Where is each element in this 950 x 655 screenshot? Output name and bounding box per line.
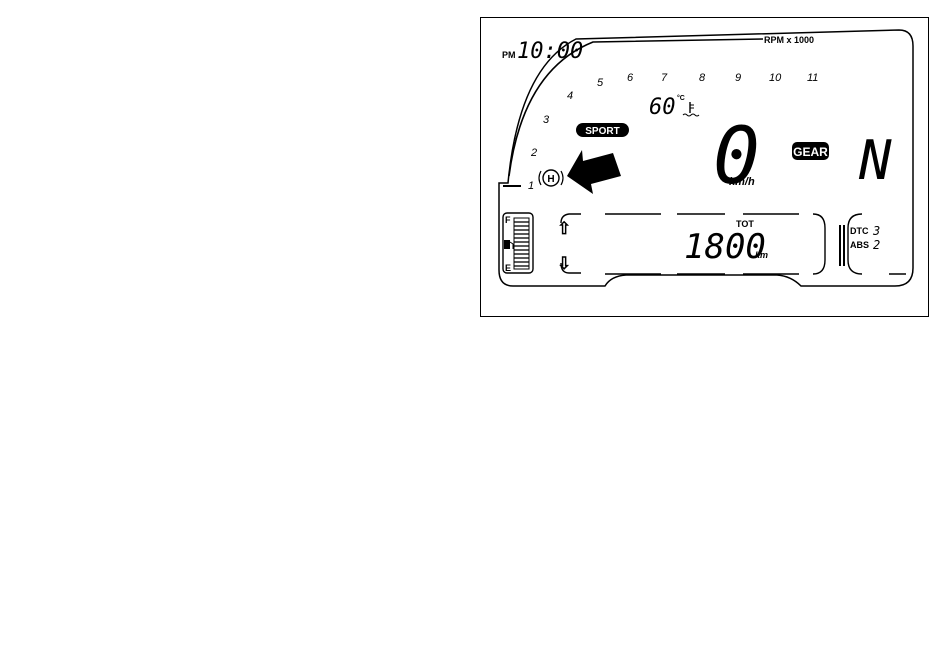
- rpm-tick-6: 6: [627, 72, 634, 84]
- coolant-thermometer-icon: [683, 102, 699, 116]
- gear-value: N: [858, 129, 892, 192]
- rpm-tick-7: 7: [661, 72, 668, 84]
- abs-label: ABS: [850, 240, 869, 250]
- dtc-label: DTC: [850, 226, 869, 236]
- rpm-tick-4: 4: [567, 90, 573, 102]
- rpm-tick-3: 3: [543, 114, 550, 126]
- temperature-value: 60: [649, 95, 676, 120]
- rpm-tick-1: 1: [528, 180, 534, 192]
- pointer-arrow-icon: [567, 150, 621, 194]
- abs-value: 2: [873, 238, 880, 252]
- hold-h-symbol: H: [547, 174, 554, 185]
- temperature-unit: °C: [677, 94, 685, 102]
- odometer-value: 1800: [684, 227, 766, 267]
- fuel-empty-label: E: [505, 263, 511, 273]
- clock-period: PM: [502, 50, 516, 60]
- odometer-unit: km: [755, 250, 768, 260]
- instrument-panel-figure: PM 10:00 RPM x 1000 1 2 3 4 5 6 7 8 9 10…: [480, 17, 929, 317]
- rpm-tick-8: 8: [699, 72, 706, 84]
- fuel-gauge: F E: [503, 213, 533, 273]
- rpm-label: RPM x 1000: [764, 35, 814, 45]
- hold-h-icon: H: [539, 170, 563, 186]
- fuel-pump-icon: [504, 240, 513, 249]
- dashboard-display: PM 10:00 RPM x 1000 1 2 3 4 5 6 7 8 9 10…: [481, 18, 930, 318]
- gear-label: GEAR: [793, 145, 828, 159]
- rpm-tick-2: 2: [530, 147, 537, 159]
- fuel-full-label: F: [505, 215, 511, 225]
- rpm-tick-9: 9: [735, 72, 741, 84]
- shift-up-icon: ⇧: [557, 219, 571, 238]
- rpm-tick-10: 10: [769, 72, 782, 84]
- rpm-tick-11: 11: [807, 72, 818, 84]
- clock-time: 10:00: [517, 39, 583, 64]
- rpm-tick-5: 5: [597, 77, 604, 89]
- dtc-value: 3: [872, 224, 880, 238]
- sport-mode-label: SPORT: [585, 126, 619, 137]
- speed-unit: km/h: [729, 176, 755, 188]
- shift-down-icon: ⇩: [557, 254, 571, 273]
- speed-value: 0: [713, 112, 760, 202]
